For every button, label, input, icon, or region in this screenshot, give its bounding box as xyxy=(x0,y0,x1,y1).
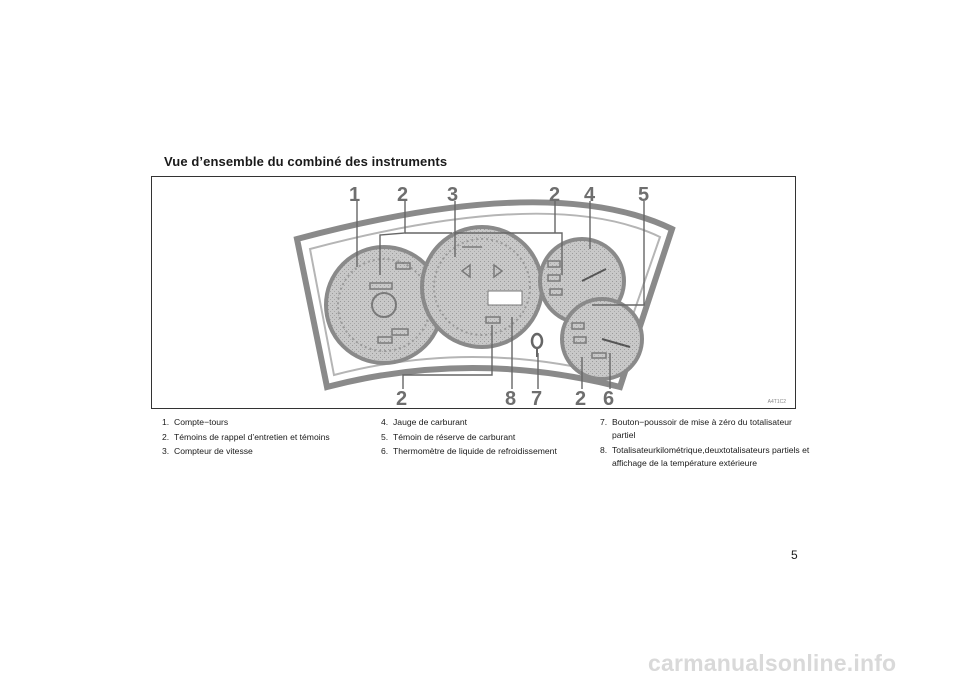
callout-2-top-left: 2 xyxy=(397,184,408,206)
legend-number: 4. xyxy=(381,417,389,427)
legend-number: 5. xyxy=(381,431,389,442)
legend-text: Thermomètre de liquide de refroidissemen… xyxy=(393,446,557,456)
legend-text: Témoins de rappel d’entretien et témoins xyxy=(174,431,330,442)
section-title: Vue d’ensemble du combiné des instrument… xyxy=(164,154,448,169)
callout-8: 8 xyxy=(505,388,516,409)
legend-number: 2. xyxy=(162,431,170,442)
legend-item: 1. Compte−tours xyxy=(162,416,372,429)
legend-text: Témoin de réserve de carburant xyxy=(393,431,516,442)
legend-text: Bouton−poussoir de mise à zéro du totali… xyxy=(612,417,792,440)
callout-1: 1 xyxy=(349,184,360,206)
legend-number: 6. xyxy=(381,446,389,456)
callout-leader-lines xyxy=(356,201,645,389)
legend-item: 7. Bouton−poussoir de mise à zéro du tota… xyxy=(600,416,810,442)
callout-numbers: 1 2 3 2 4 5 2 8 7 2 6 xyxy=(349,184,649,409)
watermark-text: carmanualsonline.info xyxy=(648,650,897,676)
trip-reset-knob xyxy=(530,332,544,357)
page-number: 5 xyxy=(791,548,798,562)
legend-number: 3. xyxy=(162,446,170,456)
legend-number: 1. xyxy=(162,417,170,427)
legend-text: Totalisateurkilométrique,deuxtotalisateu… xyxy=(612,444,810,468)
legend-number: 7. xyxy=(600,417,608,427)
legend-text: Jauge de carburant xyxy=(393,417,468,427)
legend-text: Compte−tours xyxy=(174,417,229,427)
legend-column-2: 4. Jauge de carburant 5. Témoin de réserve… xyxy=(381,416,591,460)
callout-2-bottom-left: 2 xyxy=(396,388,407,409)
legend-item: 5. Témoin de réserve de carburant xyxy=(381,431,591,444)
instrument-cluster-illustration: 1 2 3 2 4 5 2 8 7 2 6 A4T1C2 xyxy=(293,184,787,409)
callout-7: 7 xyxy=(531,388,542,409)
callout-5: 5 xyxy=(638,184,649,206)
legend-text: Compteur de vitesse xyxy=(174,446,253,456)
legend-item: 3. Compteur de vitesse xyxy=(162,445,372,458)
callout-2-top-right: 2 xyxy=(549,184,560,206)
legend-column-3: 7. Bouton−poussoir de mise à zéro du tota… xyxy=(600,416,810,471)
callout-2-bottom-right: 2 xyxy=(575,388,586,409)
legend-column-1: 1. Compte−tours 2. Témoins de rappel d’ent… xyxy=(162,416,372,460)
image-code: A4T1C2 xyxy=(768,399,787,405)
legend-item: 2. Témoins de rappel d’entretien et témoi… xyxy=(162,431,372,444)
callout-6: 6 xyxy=(603,388,614,409)
callout-4: 4 xyxy=(584,184,596,206)
legend-item: 8. Totalisateurkilométrique,deuxtotalisat… xyxy=(600,444,810,470)
legend-item: 6. Thermomètre de liquide de refroidissem… xyxy=(381,445,591,458)
coolant-temperature-gauge xyxy=(560,297,644,381)
speedometer-gauge xyxy=(420,225,544,349)
instrument-cluster-figure: 1 2 3 2 4 5 2 8 7 2 6 A4T1C2 xyxy=(151,176,796,409)
legend-number: 8. xyxy=(600,444,608,455)
callout-3: 3 xyxy=(447,184,458,206)
legend-item: 4. Jauge de carburant xyxy=(381,416,591,429)
cluster-housing xyxy=(293,199,676,391)
